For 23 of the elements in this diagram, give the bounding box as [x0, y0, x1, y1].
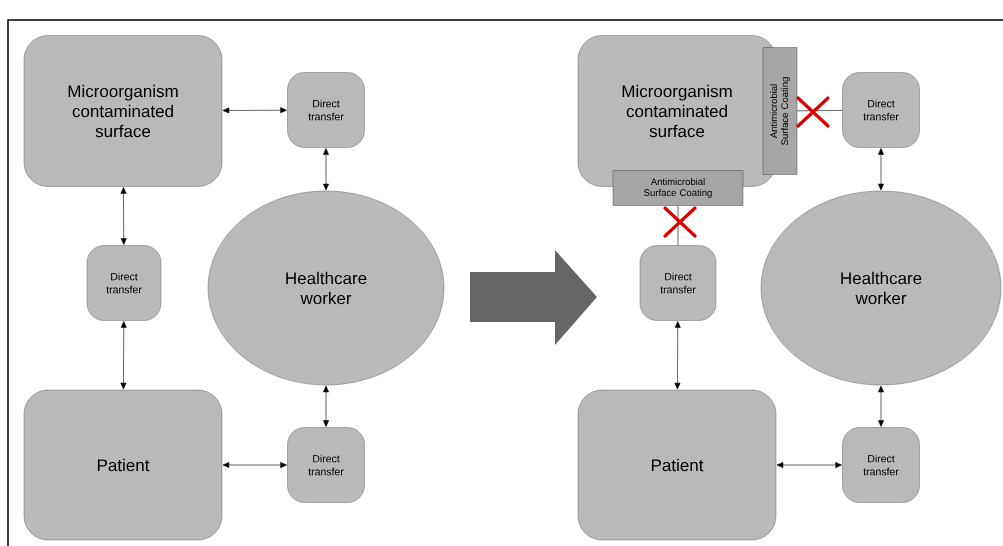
ellipse-node: Healthcare worker	[760, 190, 1002, 386]
arrow	[776, 462, 842, 468]
rounded-box: Patient	[23, 389, 223, 541]
coating-strip: Antimicrobial Surface Coating	[762, 47, 798, 175]
arrow	[120, 187, 127, 245]
arrow	[323, 385, 329, 427]
rounded-box: Direct transfer	[287, 427, 365, 503]
arrow	[222, 462, 287, 468]
rounded-box: Direct transfer	[842, 72, 920, 148]
arrow	[323, 148, 329, 191]
rounded-box: Direct transfer	[639, 245, 717, 321]
coating-strip: Antimicrobial Surface Coating	[612, 170, 744, 206]
ellipse-node: Healthcare worker	[207, 190, 445, 386]
arrow	[878, 148, 884, 191]
arrow	[878, 385, 884, 427]
arrow	[674, 321, 681, 390]
rounded-box: Direct transfer	[287, 72, 365, 148]
rounded-box: Patient	[577, 389, 777, 541]
rounded-box: Direct transfer	[86, 245, 162, 321]
arrow	[222, 107, 287, 114]
rounded-box: Direct transfer	[842, 427, 920, 503]
arrow	[120, 321, 127, 390]
rounded-box: Microorganism contaminated surface	[23, 35, 223, 187]
